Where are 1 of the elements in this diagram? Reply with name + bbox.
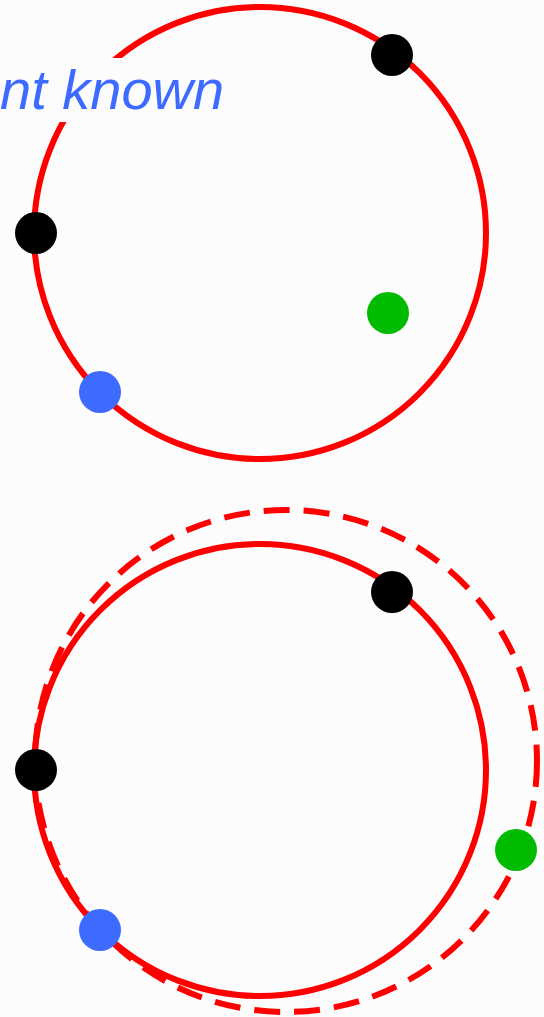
annotation-text: nt known	[0, 58, 225, 122]
